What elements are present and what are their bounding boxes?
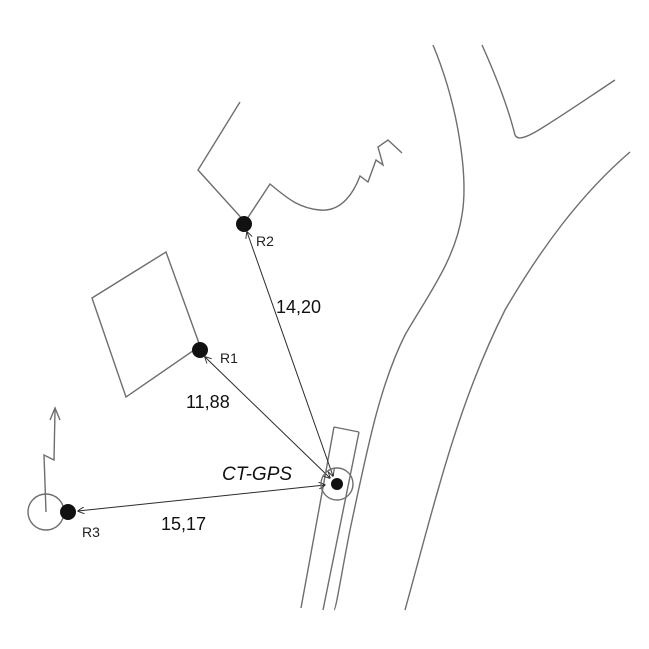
distance-r2-label: 14,20 <box>276 297 321 317</box>
lane-strip-right <box>322 431 360 611</box>
building-outline-r2 <box>197 101 403 224</box>
point-r1-label: R1 <box>220 350 238 366</box>
point-r2-label: R2 <box>256 233 274 249</box>
distance-r3-label: 15,17 <box>161 514 206 534</box>
point-r2-marker <box>236 216 252 232</box>
measure-line-r1 <box>205 357 330 478</box>
point-r3-marker <box>60 504 76 520</box>
station-marker <box>331 478 343 490</box>
road-branch-edge <box>481 44 616 139</box>
point-r3-label: R3 <box>82 524 100 540</box>
station-ring <box>320 467 354 501</box>
zigzag-arrow-r3 <box>43 409 56 513</box>
road-right-edge <box>404 151 631 611</box>
measure-line-r3 <box>78 485 325 511</box>
point-r1-marker <box>192 342 208 358</box>
building-square-r1 <box>91 250 201 399</box>
lane-strip-top <box>333 426 360 433</box>
distance-r1-label: 11,88 <box>186 392 230 412</box>
station-label: CT-GPS <box>222 464 292 485</box>
road-left-edge <box>333 44 465 611</box>
zigzag-arrowhead <box>49 406 61 421</box>
